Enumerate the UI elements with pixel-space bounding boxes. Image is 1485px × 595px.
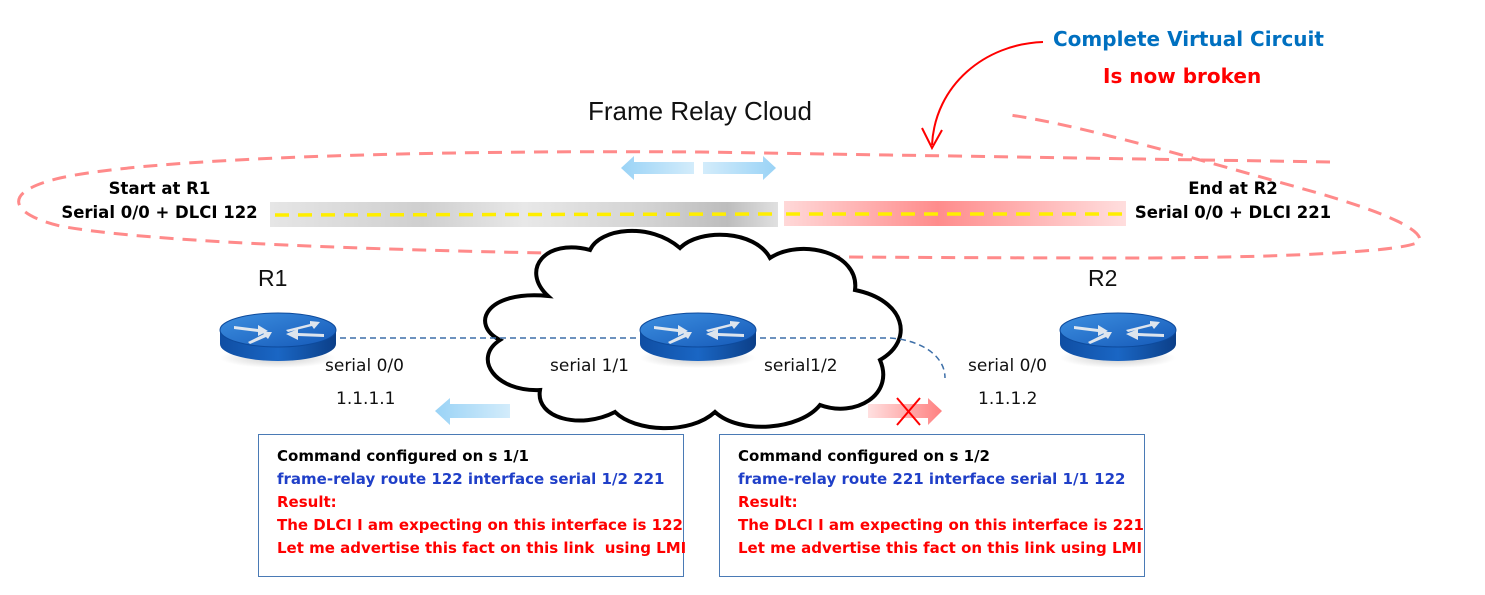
router-r1-label: R1	[258, 265, 288, 291]
lmi-arrow-working-icon	[435, 398, 510, 425]
vc-start-label: Start at R1 Serial 0/0 + DLCI 122	[57, 177, 262, 225]
box2-result-label: Result:	[738, 493, 798, 511]
r1-ip-label: 1.1.1.1	[336, 389, 396, 409]
vc-end-label: End at R2 Serial 0/0 + DLCI 221	[1133, 177, 1333, 225]
router-r2-label: R2	[1088, 265, 1118, 291]
box1-heading: Command configured on s 1/1	[277, 447, 529, 465]
annotation-line2: Is now broken	[1103, 64, 1262, 88]
box1-result-label: Result:	[277, 493, 337, 511]
vc-end-line2: Serial 0/0 + DLCI 221	[1134, 203, 1332, 222]
r1-interface-label: serial 0/0	[325, 356, 404, 376]
router-r1-icon[interactable]	[219, 312, 337, 369]
box2-heading: Command configured on s 1/2	[738, 447, 990, 465]
r2-interface-label: serial 0/0	[968, 356, 1047, 376]
switch-interface-s11-label: serial 1/1	[550, 356, 629, 376]
arrow-right-icon	[703, 156, 776, 180]
annotation-line1: Complete Virtual Circuit	[1053, 27, 1324, 51]
vc-end-line1: End at R2	[1188, 179, 1278, 198]
switch-interface-s12-label: serial1/2	[764, 356, 838, 376]
r2-ip-label: 1.1.1.2	[978, 389, 1038, 409]
lmi-arrow-broken-icon	[868, 398, 942, 425]
annotation-arrow	[931, 41, 1044, 146]
arrow-left-icon	[621, 156, 694, 180]
command-box-s12: Command configured on s 1/2 frame-relay …	[719, 434, 1145, 577]
command-box-s11: Command configured on s 1/1 frame-relay …	[258, 434, 687, 577]
pvc-dash-line-left	[274, 212, 777, 217]
link-switch-to-r2	[760, 337, 946, 379]
vc-start-line1: Start at R1	[108, 179, 211, 198]
router-r2-icon[interactable]	[1059, 312, 1177, 369]
router-frame-switch-icon[interactable]	[639, 312, 757, 369]
vc-start-line2: Serial 0/0 + DLCI 122	[61, 203, 258, 222]
broken-x-icon	[896, 397, 921, 426]
cloud-title: Frame Relay Cloud	[588, 96, 812, 126]
box1-command: frame-relay route 122 interface serial 1…	[277, 470, 665, 488]
box2-result-line2: Let me advertise this fact on this link …	[738, 539, 1143, 557]
annotation-arrow-head	[921, 127, 943, 151]
box1-result-line2: Let me advertise this fact on this link …	[277, 539, 687, 557]
box2-result-line1: The DLCI I am expecting on this interfac…	[738, 516, 1144, 534]
box2-command: frame-relay route 221 interface serial 1…	[738, 470, 1126, 488]
box1-result-line1: The DLCI I am expecting on this interfac…	[277, 516, 683, 534]
